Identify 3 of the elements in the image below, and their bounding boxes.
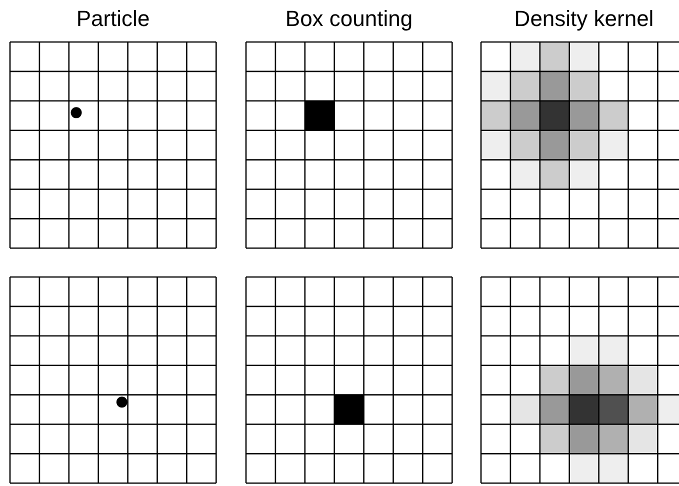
- column-heading: Box counting: [285, 6, 413, 32]
- column-heading: Density kernel: [514, 6, 654, 32]
- column-heading: Particle: [76, 6, 150, 32]
